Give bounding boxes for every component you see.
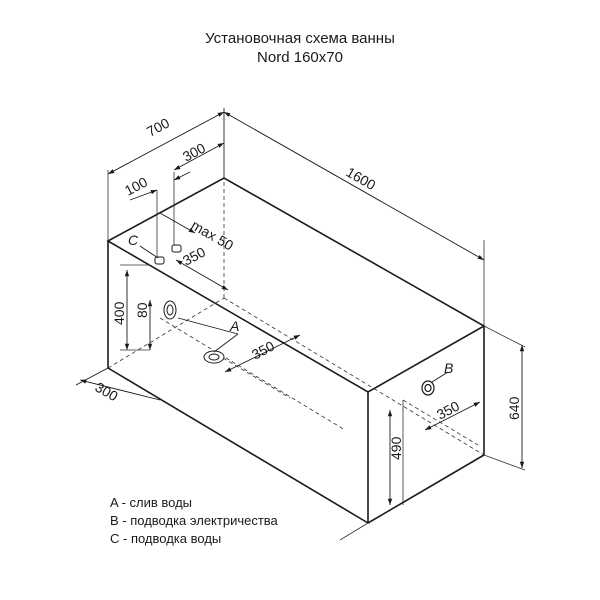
drain-hole-icon — [203, 350, 225, 364]
dim-100-label: 100 — [122, 173, 150, 198]
water-supply-fittings — [154, 244, 182, 265]
bathtub-box — [106, 177, 486, 524]
dim-700-label: 700 — [144, 114, 172, 139]
extension-lines — [75, 108, 526, 541]
dim-350-end-label: 350 — [434, 397, 462, 422]
diagram-subtitle: Nord 160x70 — [257, 49, 343, 66]
dim-max50-line — [159, 212, 196, 234]
power-socket-icon — [421, 380, 435, 396]
dim-350-end-line — [424, 401, 481, 431]
dim-300-top-label: 300 — [180, 139, 208, 164]
dim-1600-label: 1600 — [344, 164, 379, 194]
dim-640-label: 640 — [506, 396, 522, 420]
dim-350-top-line — [175, 259, 229, 291]
legend: A - слив воды B - подводка электричества… — [110, 494, 278, 548]
legend-item-water: C - подводка воды — [110, 531, 222, 546]
electric-fitting — [421, 380, 435, 396]
legend-item-drain: A - слив воды — [110, 495, 193, 510]
dim-400-label: 400 — [111, 301, 127, 325]
dim-350-mid-label: 350 — [249, 337, 277, 362]
marker-b: B — [444, 360, 453, 376]
dim-300-top-line — [173, 142, 225, 171]
dim-100-line — [129, 189, 158, 201]
overflow-hole-icon — [163, 300, 177, 320]
dimension-lines — [79, 111, 525, 505]
dim-350-mid-line — [224, 334, 301, 373]
dim-490-label: 490 — [388, 436, 404, 460]
marker-c: C — [128, 232, 139, 248]
marker-leaders — [139, 245, 449, 383]
legend-item-electric: B - подводка электричества — [110, 513, 278, 528]
dim-700-line — [107, 111, 225, 175]
diagram-title: Установочная схема ванны — [205, 30, 395, 47]
dim-1600-line — [223, 111, 485, 261]
drain-fittings — [163, 300, 225, 364]
dim-100-line-b — [173, 171, 191, 181]
dim-80-label: 80 — [134, 302, 150, 318]
dim-300-bottom-line — [79, 379, 161, 401]
marker-a: A — [229, 318, 239, 334]
dim-300-bottom-label: 300 — [93, 379, 121, 405]
